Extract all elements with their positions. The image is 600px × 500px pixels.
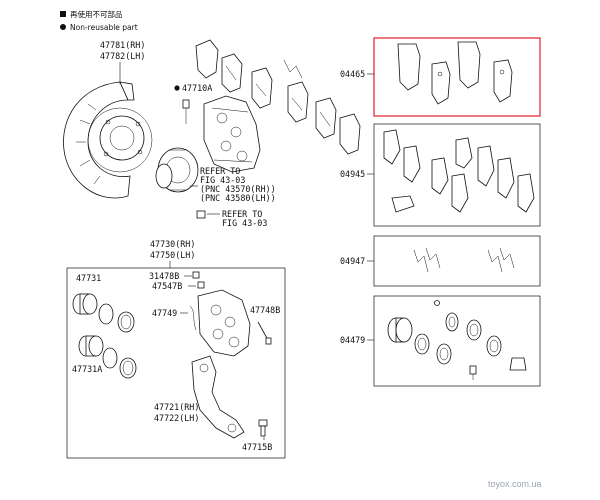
clip-kit-part[interactable] (413, 247, 515, 273)
seal-kit-part[interactable] (387, 300, 527, 381)
label-47750: 47750(LH) (150, 250, 195, 260)
brake-pad-kit-part[interactable] (397, 41, 513, 105)
label-47710a: 47710A (182, 83, 212, 93)
kit-04945-box[interactable] (373, 123, 541, 227)
shim-kit-part[interactable] (383, 129, 535, 213)
label-04465: 04465 (340, 69, 365, 79)
label-47749: 47749 (152, 308, 177, 318)
label-04479: 04479 (340, 335, 365, 345)
piston-set-lower-part[interactable] (78, 335, 137, 379)
label-47715b: 47715B (242, 442, 272, 452)
legend: 再使用不可部品 Non-reusable part (60, 9, 138, 32)
kit-04479-box[interactable] (373, 295, 541, 387)
watermark: toyox.com.ua (488, 479, 542, 489)
label-refer-2b: FIG 43-03 (222, 218, 267, 228)
legend-dot-icon (60, 24, 66, 30)
label-47547b: 47547B (152, 281, 182, 291)
kit-04465-box[interactable] (373, 37, 541, 117)
piston-set-upper-part[interactable] (72, 293, 135, 333)
label-47721: 47721(RH) (154, 402, 199, 412)
label-refer-2: REFER TO (222, 209, 262, 219)
label-pnc-lh: (PNC 43580(LH)) (200, 193, 276, 203)
label-refer-1b: FIG 43-03 (200, 175, 245, 185)
bleeder-part[interactable] (192, 271, 205, 289)
legend-text-en: Non-reusable part (70, 23, 138, 32)
dust-cover-part[interactable] (63, 81, 153, 199)
legend-text-jp: 再使用不可部品 (70, 9, 123, 19)
bolt-47710a-part[interactable] (174, 85, 190, 124)
bracket-bolt-part[interactable] (258, 419, 268, 437)
label-47730: 47730(RH) (150, 239, 195, 249)
label-47731a: 47731A (72, 364, 102, 374)
lower-caliper-box (66, 267, 286, 459)
label-47782: 47782(LH) (100, 51, 145, 61)
spring-part[interactable] (189, 305, 197, 331)
kit-04947-box[interactable] (373, 235, 541, 287)
upper-caliper-part[interactable] (203, 95, 261, 173)
lower-caliper-part[interactable] (197, 289, 251, 357)
label-04947: 04947 (340, 256, 365, 266)
upper-clip-part[interactable] (283, 59, 303, 79)
hub-bolt-part[interactable] (196, 210, 206, 219)
label-47748b: 47748B (250, 305, 280, 315)
label-47781: 47781(RH) (100, 40, 145, 50)
legend-square-icon (60, 11, 66, 17)
upper-pads-part[interactable] (195, 39, 361, 155)
label-04945: 04945 (340, 169, 365, 179)
label-refer-1: REFER TO (200, 166, 240, 176)
label-47722: 47722(LH) (154, 413, 199, 423)
label-pnc-rh: (PNC 43570(RH)) (200, 184, 276, 194)
hub-bearing-part[interactable] (155, 147, 199, 193)
pin-part[interactable] (257, 321, 272, 345)
label-47731: 47731 (76, 273, 101, 283)
mounting-bracket-part[interactable] (191, 355, 245, 439)
label-31478b: 31478B (149, 271, 179, 281)
